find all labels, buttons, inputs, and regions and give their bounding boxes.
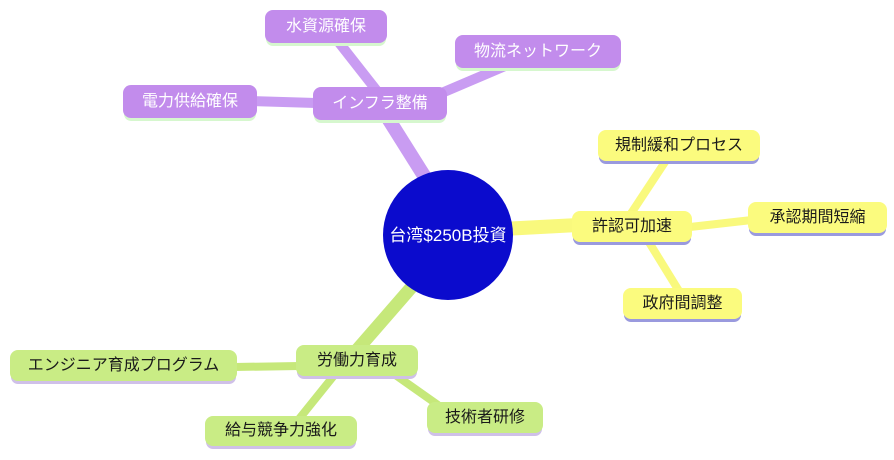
node-technician-training[interactable]: 技術者研修 bbox=[427, 402, 543, 433]
node-permit-acceleration[interactable]: 許認可加速 bbox=[572, 211, 692, 242]
edge-workforce-training bbox=[391, 370, 441, 409]
node-infrastructure[interactable]: インフラ整備 bbox=[313, 87, 447, 120]
edge-infrastructure-logistics bbox=[435, 58, 514, 100]
edge-workforce-engineer bbox=[233, 362, 301, 371]
node-approval-period-shortening[interactable]: 承認期間短縮 bbox=[748, 202, 887, 233]
edge-permits-government bbox=[643, 236, 683, 294]
node-power-supply[interactable]: 電力供給確保 bbox=[123, 85, 257, 118]
edge-permits-approval bbox=[689, 216, 753, 231]
edge-infrastructure-water bbox=[333, 36, 381, 95]
node-engineer-training-program[interactable]: エンジニア育成プログラム bbox=[10, 350, 237, 381]
node-salary-competitiveness[interactable]: 給与競争力強化 bbox=[205, 416, 357, 446]
node-workforce-development[interactable]: 労働力育成 bbox=[296, 345, 418, 376]
node-intergovernmental-coordination[interactable]: 政府間調整 bbox=[623, 288, 742, 319]
edge-workforce-salary bbox=[295, 370, 340, 422]
node-root-topic[interactable]: 台湾$250B投資 bbox=[383, 170, 513, 300]
node-water-resources[interactable]: 水資源確保 bbox=[265, 10, 387, 43]
edge-permits-deregulation bbox=[626, 156, 671, 218]
edge-infrastructure-power bbox=[249, 96, 317, 108]
edge-root-workforce bbox=[351, 277, 421, 356]
node-deregulation-process[interactable]: 規制緩和プロセス bbox=[598, 130, 760, 161]
edge-root-permits bbox=[501, 218, 579, 236]
node-logistics-network[interactable]: 物流ネットワーク bbox=[455, 35, 621, 68]
